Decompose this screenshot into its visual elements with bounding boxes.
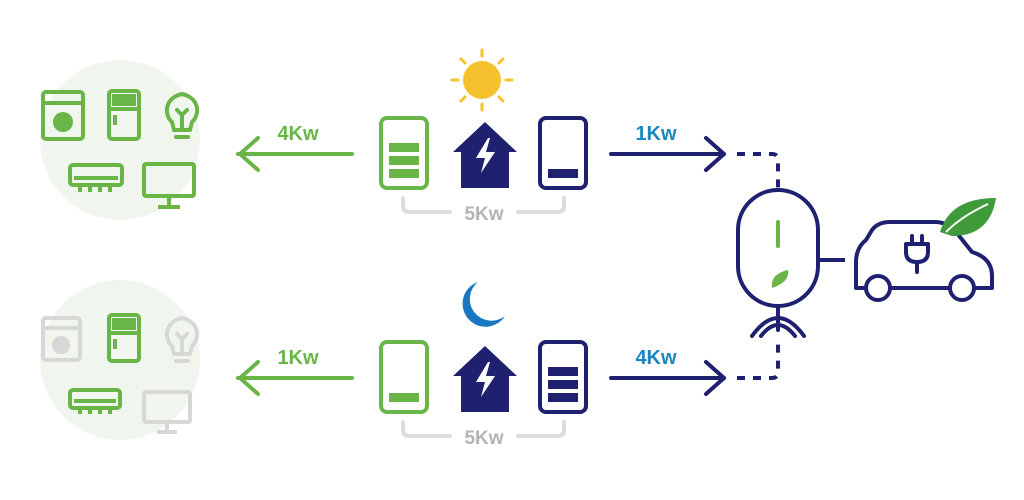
ev-charge-label: 1Kw (635, 123, 677, 145)
battery-cell (389, 143, 419, 152)
washing-machine-icon (41, 316, 82, 362)
total-bracket (401, 420, 566, 438)
leaf-icon (771, 270, 789, 288)
monitor-icon (142, 390, 192, 434)
home-load-arrow (236, 360, 354, 396)
air-conditioner-icon (68, 163, 124, 192)
ev-charge-label: 4Kw (635, 347, 677, 369)
washing-machine-icon (41, 90, 85, 141)
total-capacity-label: 5Kw (464, 428, 503, 449)
home-load-label: 4Kw (277, 123, 319, 145)
solar-battery-icon (379, 116, 429, 190)
battery-cell (548, 380, 578, 389)
home-icon (453, 346, 517, 412)
battery-cell (548, 169, 578, 178)
battery-cell (389, 156, 419, 165)
home-load-arrow (236, 136, 354, 172)
fridge-icon (107, 313, 141, 363)
ev-connector-line-top (737, 152, 780, 190)
total-capacity-label: 5Kw (464, 204, 503, 225)
ev-battery-icon (538, 116, 588, 190)
light-bulb-icon (164, 316, 200, 363)
light-bulb-icon (164, 92, 200, 139)
moon-icon (462, 282, 505, 327)
battery-cell (389, 169, 419, 178)
day-scenario: 4Kw (40, 48, 780, 225)
ev-charge-arrow (609, 360, 726, 396)
fridge-icon (107, 89, 141, 141)
battery-cell (548, 367, 578, 376)
ev-connector-line-bottom (737, 342, 780, 380)
ev-battery-icon (538, 340, 588, 414)
night-appliances (40, 280, 200, 440)
air-conditioner-icon (68, 388, 122, 414)
battery-cell (389, 393, 419, 402)
monitor-icon (142, 162, 196, 209)
battery-cell (548, 393, 578, 402)
home-load-label: 1Kw (277, 347, 319, 369)
electric-car-icon (854, 198, 996, 302)
sun-icon (450, 48, 514, 112)
ev-charger-icon (736, 188, 845, 338)
solar-battery-icon (379, 340, 429, 414)
total-bracket (401, 196, 566, 214)
ev-charging-station (736, 188, 996, 338)
day-appliances (40, 60, 200, 220)
plug-icon (904, 234, 930, 274)
home-icon (453, 122, 517, 188)
night-scenario: 1Kw 5Kw 4Kw (40, 280, 780, 449)
ev-charge-arrow (609, 136, 726, 172)
